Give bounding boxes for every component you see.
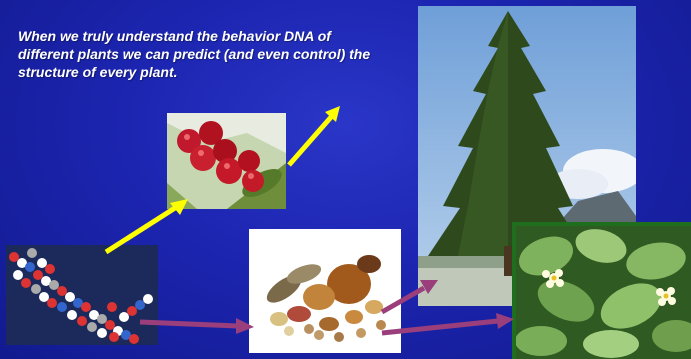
yellow-arrow-berries-to-tree xyxy=(287,106,340,167)
seeds-nuts-image xyxy=(249,229,401,353)
slide-caption: When we truly understand the behavior DN… xyxy=(18,28,371,80)
leafy-flowering-plant-image xyxy=(512,222,691,359)
dna-helix-image xyxy=(6,245,158,345)
coffee-berries-image xyxy=(167,113,286,209)
purple-arrow-seeds-to-plant xyxy=(381,313,514,336)
